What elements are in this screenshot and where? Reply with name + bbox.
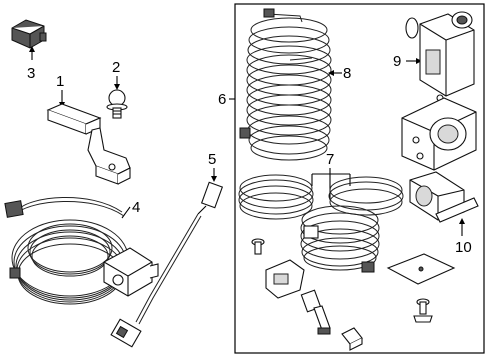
part-7-cable-a xyxy=(238,174,404,220)
callout-4: 4 xyxy=(132,199,140,216)
part-9-connector xyxy=(405,11,475,102)
bolt xyxy=(413,298,433,323)
callout-5: 5 xyxy=(208,151,216,168)
connector-clip xyxy=(265,259,305,299)
callout-2: 2 xyxy=(112,59,120,76)
arrow-10 xyxy=(459,218,465,224)
part-7-cable-b xyxy=(300,205,380,273)
arrow-9 xyxy=(416,58,422,64)
leader-4 xyxy=(121,206,131,219)
grommet xyxy=(341,327,363,351)
part-2-hitch-ball xyxy=(106,89,128,119)
callout-3: 3 xyxy=(27,65,35,82)
arrow-8 xyxy=(328,70,334,76)
callout-8: 8 xyxy=(343,65,351,82)
part-3-plug xyxy=(11,19,47,49)
gasket-pad xyxy=(386,253,456,285)
socket-bracket xyxy=(401,97,477,171)
arrow-3 xyxy=(29,46,35,52)
part-4-coiled-harness xyxy=(4,196,159,305)
arrow-5 xyxy=(211,176,217,182)
group-6-frame xyxy=(234,3,485,354)
part-5-pigtail xyxy=(110,181,224,348)
screw-small xyxy=(251,238,265,255)
arrow-2 xyxy=(114,84,120,90)
callout-10: 10 xyxy=(455,239,472,256)
callout-9: 9 xyxy=(393,53,401,70)
sensor-plug xyxy=(300,289,331,335)
callout-7: 7 xyxy=(326,151,334,168)
callout-6: 6 xyxy=(218,91,226,108)
callout-1: 1 xyxy=(56,73,64,90)
part-8-coiled-cable xyxy=(239,8,332,161)
part-1-drawbar xyxy=(46,103,131,185)
part-10-plug xyxy=(409,171,479,223)
